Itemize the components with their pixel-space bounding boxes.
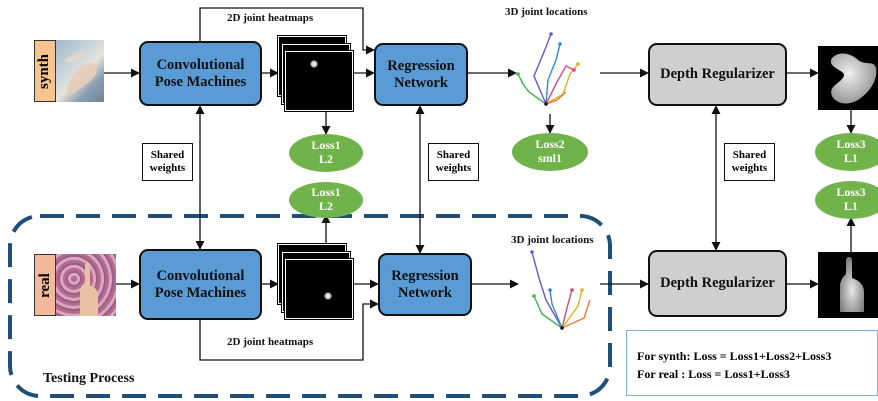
shared-reg-line1: Shared [436,149,471,162]
shared-depth-line2: weights [731,162,768,174]
real-hand-image [56,254,116,316]
loss-formula-box: For synth: Loss = Loss1+Loss2+Loss3 For … [626,330,878,396]
skeleton-3d-top [516,32,580,106]
loss3-top: Loss3 L1 [815,133,878,171]
depth-bottom-label: Depth Regularizer [660,275,775,292]
depth-output-bottom-image [818,252,878,318]
shared-cpm-line1: Shared [150,149,185,162]
synth-hand-image [56,40,104,102]
depth-top-label: Depth Regularizer [660,66,775,83]
depth-regularizer-top: Depth Regularizer [648,43,787,106]
loss1-top-type: L2 [318,152,333,166]
loss2-type: sml1 [538,151,562,165]
cpm-top-line2: Pose Machines [154,73,247,90]
cpm-bottom-module: Convolutional Pose Machines [139,249,262,320]
loss3-top-type: L1 [843,151,858,165]
shared-weights-cpm: Shared weights [142,143,193,181]
depth-bottom-hand-shape [840,257,864,312]
real-tag-text: real [36,272,53,298]
shared-cpm-line2: weights [149,162,186,174]
shared-reg-line2: weights [435,162,472,174]
regression-top-line2: Network [394,74,448,91]
joints-3d-bottom-label: 3D joint locations [511,234,594,246]
testing-process-label: Testing Process [43,371,135,386]
real-input-tag: real [34,254,56,316]
depth-output-top-image [818,46,878,110]
loss2: Loss2 sml1 [512,133,588,171]
loss3-bottom: Loss3 L1 [815,181,878,219]
loss1-bottom: Loss1 L2 [289,182,363,218]
shared-weights-depth: Shared weights [724,143,775,181]
real-hand-shape [80,263,98,316]
shared-depth-line1: Shared [732,149,767,162]
regression-bottom-line2: Network [398,284,452,301]
cpm-bottom-line2: Pose Machines [154,284,247,301]
regression-top-line1: Regression [387,57,455,74]
loss1-top: Loss1 L2 [289,134,363,172]
formula-real: For real : Loss = Loss1+Loss3 [637,367,790,381]
synth-input-tag: synth [34,40,56,102]
cpm-bottom-line1: Convolutional [156,267,245,284]
skeleton-3d-bottom [530,250,591,330]
loss1-bottom-name: Loss1 [311,185,341,200]
loss2-name: Loss2 [535,137,565,152]
depth-regularizer-bottom: Depth Regularizer [648,250,787,317]
synth-tag-text: synth [36,53,53,89]
heatmaps-top-label: 2D joint heatmaps [227,12,314,24]
regression-top-module: Regression Network [374,43,468,106]
regression-bottom-module: Regression Network [378,253,472,316]
joints-3d-top-label: 3D joint locations [505,6,588,18]
heatmaps-bottom-label: 2D joint heatmaps [227,336,314,348]
loss3-bottom-name: Loss3 [836,185,866,200]
loss1-bottom-type: L2 [318,199,333,213]
depth-top-hand-shape [830,53,877,104]
formula-synth: For synth: Loss = Loss1+Loss2+Loss3 [637,349,832,363]
shared-weights-regression: Shared weights [428,143,479,181]
regression-bottom-line1: Regression [391,267,459,284]
cpm-top-line1: Convolutional [156,56,245,73]
synth-hand-shape [64,50,98,94]
cpm-top-module: Convolutional Pose Machines [139,41,262,106]
loss3-bottom-type: L1 [843,199,858,213]
loss1-top-name: Loss1 [311,138,341,153]
loss3-top-name: Loss3 [836,137,866,152]
